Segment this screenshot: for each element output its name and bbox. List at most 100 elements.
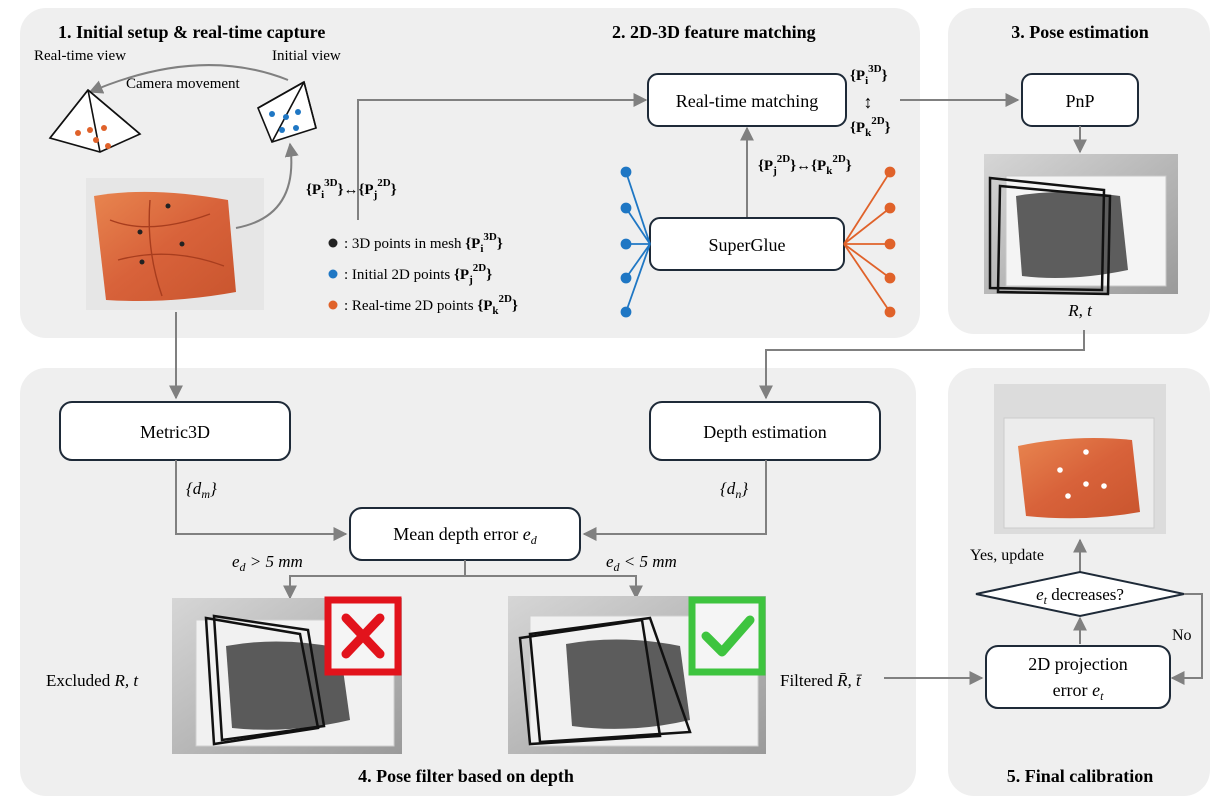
et-decreases-label: et decreases? <box>1036 585 1124 607</box>
dm-label: {dm} <box>186 479 217 501</box>
legend-initial-points: : Initial 2D points {Pj2D} <box>344 262 492 286</box>
excluded-x-icon <box>341 613 385 659</box>
ed-gt-5mm: ed > 5 mm <box>232 552 303 574</box>
match-pk2d-brace: {P <box>850 120 865 136</box>
legend-init-sub: j <box>468 274 473 286</box>
match-pi3d-sub: i <box>865 75 868 87</box>
error-branch-right <box>465 575 643 600</box>
projection-error-line1: 2D projection <box>1028 654 1127 674</box>
lt-e: e <box>606 552 614 571</box>
projection-error-box <box>985 645 1171 709</box>
tissue-photo <box>86 178 264 310</box>
panel-setup-title: 1. Initial setup & real-time capture <box>58 22 325 42</box>
dn-brace: {d <box>720 479 736 498</box>
gt-e: e <box>232 552 240 571</box>
filtered-label: Filtered R̄, t̄ <box>780 671 863 690</box>
metric3d-label: Metric3D <box>140 422 210 442</box>
legend-rt-text: : Real-time 2D points <box>344 298 474 314</box>
metric3d-to-error-arrow <box>175 460 348 541</box>
panel-filter-title: 4. Pose filter based on depth <box>358 766 574 786</box>
match-pi3d: {Pi3D} <box>850 63 888 87</box>
initial-point <box>295 109 301 115</box>
camera-movement-label: Camera movement <box>126 76 241 92</box>
realtime-point <box>105 143 111 149</box>
dn-sub: n <box>735 487 741 501</box>
pose-to-depth-arrow <box>759 330 1085 400</box>
legend-rt-sup: 2D <box>499 293 513 305</box>
legend-blue-dot <box>328 269 338 279</box>
match-pk2d-sub: k <box>865 127 872 139</box>
panel-matching-title: 2. 2D-3D feature matching <box>612 22 816 42</box>
setup-corr-arrow: }↔{P <box>338 182 374 198</box>
gt-sub: d <box>240 560 247 574</box>
sg-corr-open: {P <box>758 158 773 174</box>
match-pi3d-sup: 3D <box>868 63 882 75</box>
legend-init-brace: {P <box>454 267 469 283</box>
lt-sub: d <box>614 560 621 574</box>
legend-rt-close: } <box>512 298 518 314</box>
sg-corr-sub-j: j <box>772 165 777 177</box>
sg-corr-sup-b: 2D <box>832 153 846 165</box>
match-pi3d-brace: {P <box>850 68 865 84</box>
pnp-label: PnP <box>1065 91 1094 111</box>
setup-corr-close: } <box>391 182 397 198</box>
setup-corr-sub-j: j <box>373 189 378 201</box>
projection-error-sub: t <box>1100 689 1104 703</box>
calibration-result-image <box>994 384 1166 534</box>
realtime-points-fan <box>843 166 896 318</box>
projection-error-line2: error et <box>1053 680 1104 703</box>
excluded-red-box <box>324 596 402 676</box>
photo-to-initial-arrow <box>235 142 299 229</box>
projection-error-e: e <box>1092 680 1100 700</box>
realtime-matching-box <box>647 73 847 127</box>
match-pk2d-sup: 2D <box>871 115 885 127</box>
realtime-point <box>87 127 93 133</box>
filtered-rt: R̄, t̄ <box>836 671 863 690</box>
et-sub: t <box>1044 593 1048 607</box>
sg-corr-sup-a: 2D <box>777 153 791 165</box>
dm-brace: {d <box>186 479 202 498</box>
sg-corr-sub-k: k <box>826 165 833 177</box>
dn-label: {dn} <box>720 479 748 501</box>
legend-3d-text: : 3D points in mesh <box>344 236 462 252</box>
et-e: e <box>1036 585 1044 604</box>
legend-3d-symbol: {Pi3D} <box>465 231 503 255</box>
et-rest: decreases? <box>1047 585 1124 604</box>
no-label: No <box>1172 627 1192 644</box>
excluded-pose-image <box>172 596 402 754</box>
initial-points-fan <box>620 166 651 318</box>
excluded-label: Excluded R, t <box>46 671 139 690</box>
ed-lt-5mm: ed < 5 mm <box>606 552 677 574</box>
depth-estimation-label: Depth estimation <box>703 422 826 442</box>
setup-correspondence: {Pi3D}↔{Pj2D} <box>306 177 397 201</box>
filtered-pose-image <box>508 596 766 754</box>
realtime-point <box>93 137 99 143</box>
realtime-point <box>75 130 81 136</box>
dm-sub: m <box>201 487 210 501</box>
legend-3d-points: : 3D points in mesh {Pi3D} <box>344 231 503 255</box>
pose-rt-label: R, t <box>1067 301 1093 320</box>
no-loop-arrow <box>1170 593 1203 685</box>
error-branch-line <box>283 560 466 600</box>
mean-depth-error-sub: d <box>531 533 538 547</box>
match-pi3d-close: } <box>882 68 888 84</box>
legend-3d-close: } <box>497 236 503 252</box>
gt-rest: > 5 mm <box>246 552 303 571</box>
mean-depth-error-e: e <box>523 524 531 544</box>
superglue-label: SuperGlue <box>709 235 786 255</box>
lt-rest: < 5 mm <box>620 552 677 571</box>
initial-camera-icon <box>256 80 317 143</box>
realtime-matching-label: Real-time matching <box>676 91 818 111</box>
excluded-rt: R, t <box>113 671 139 690</box>
legend-init-close: } <box>486 267 492 283</box>
pose-result-image <box>984 154 1178 296</box>
legend-rt-symbol: {Pk2D} <box>477 293 518 317</box>
sg-corr-arrow: }↔{P <box>790 158 826 174</box>
sg-corr-close: } <box>846 158 852 174</box>
projection-error-text: error <box>1053 680 1092 700</box>
legend-3d-brace: {P <box>465 236 480 252</box>
panel-matching-text: 2D-3D feature matching <box>630 22 816 42</box>
initial-point <box>279 127 285 133</box>
dn-close: } <box>741 479 748 498</box>
